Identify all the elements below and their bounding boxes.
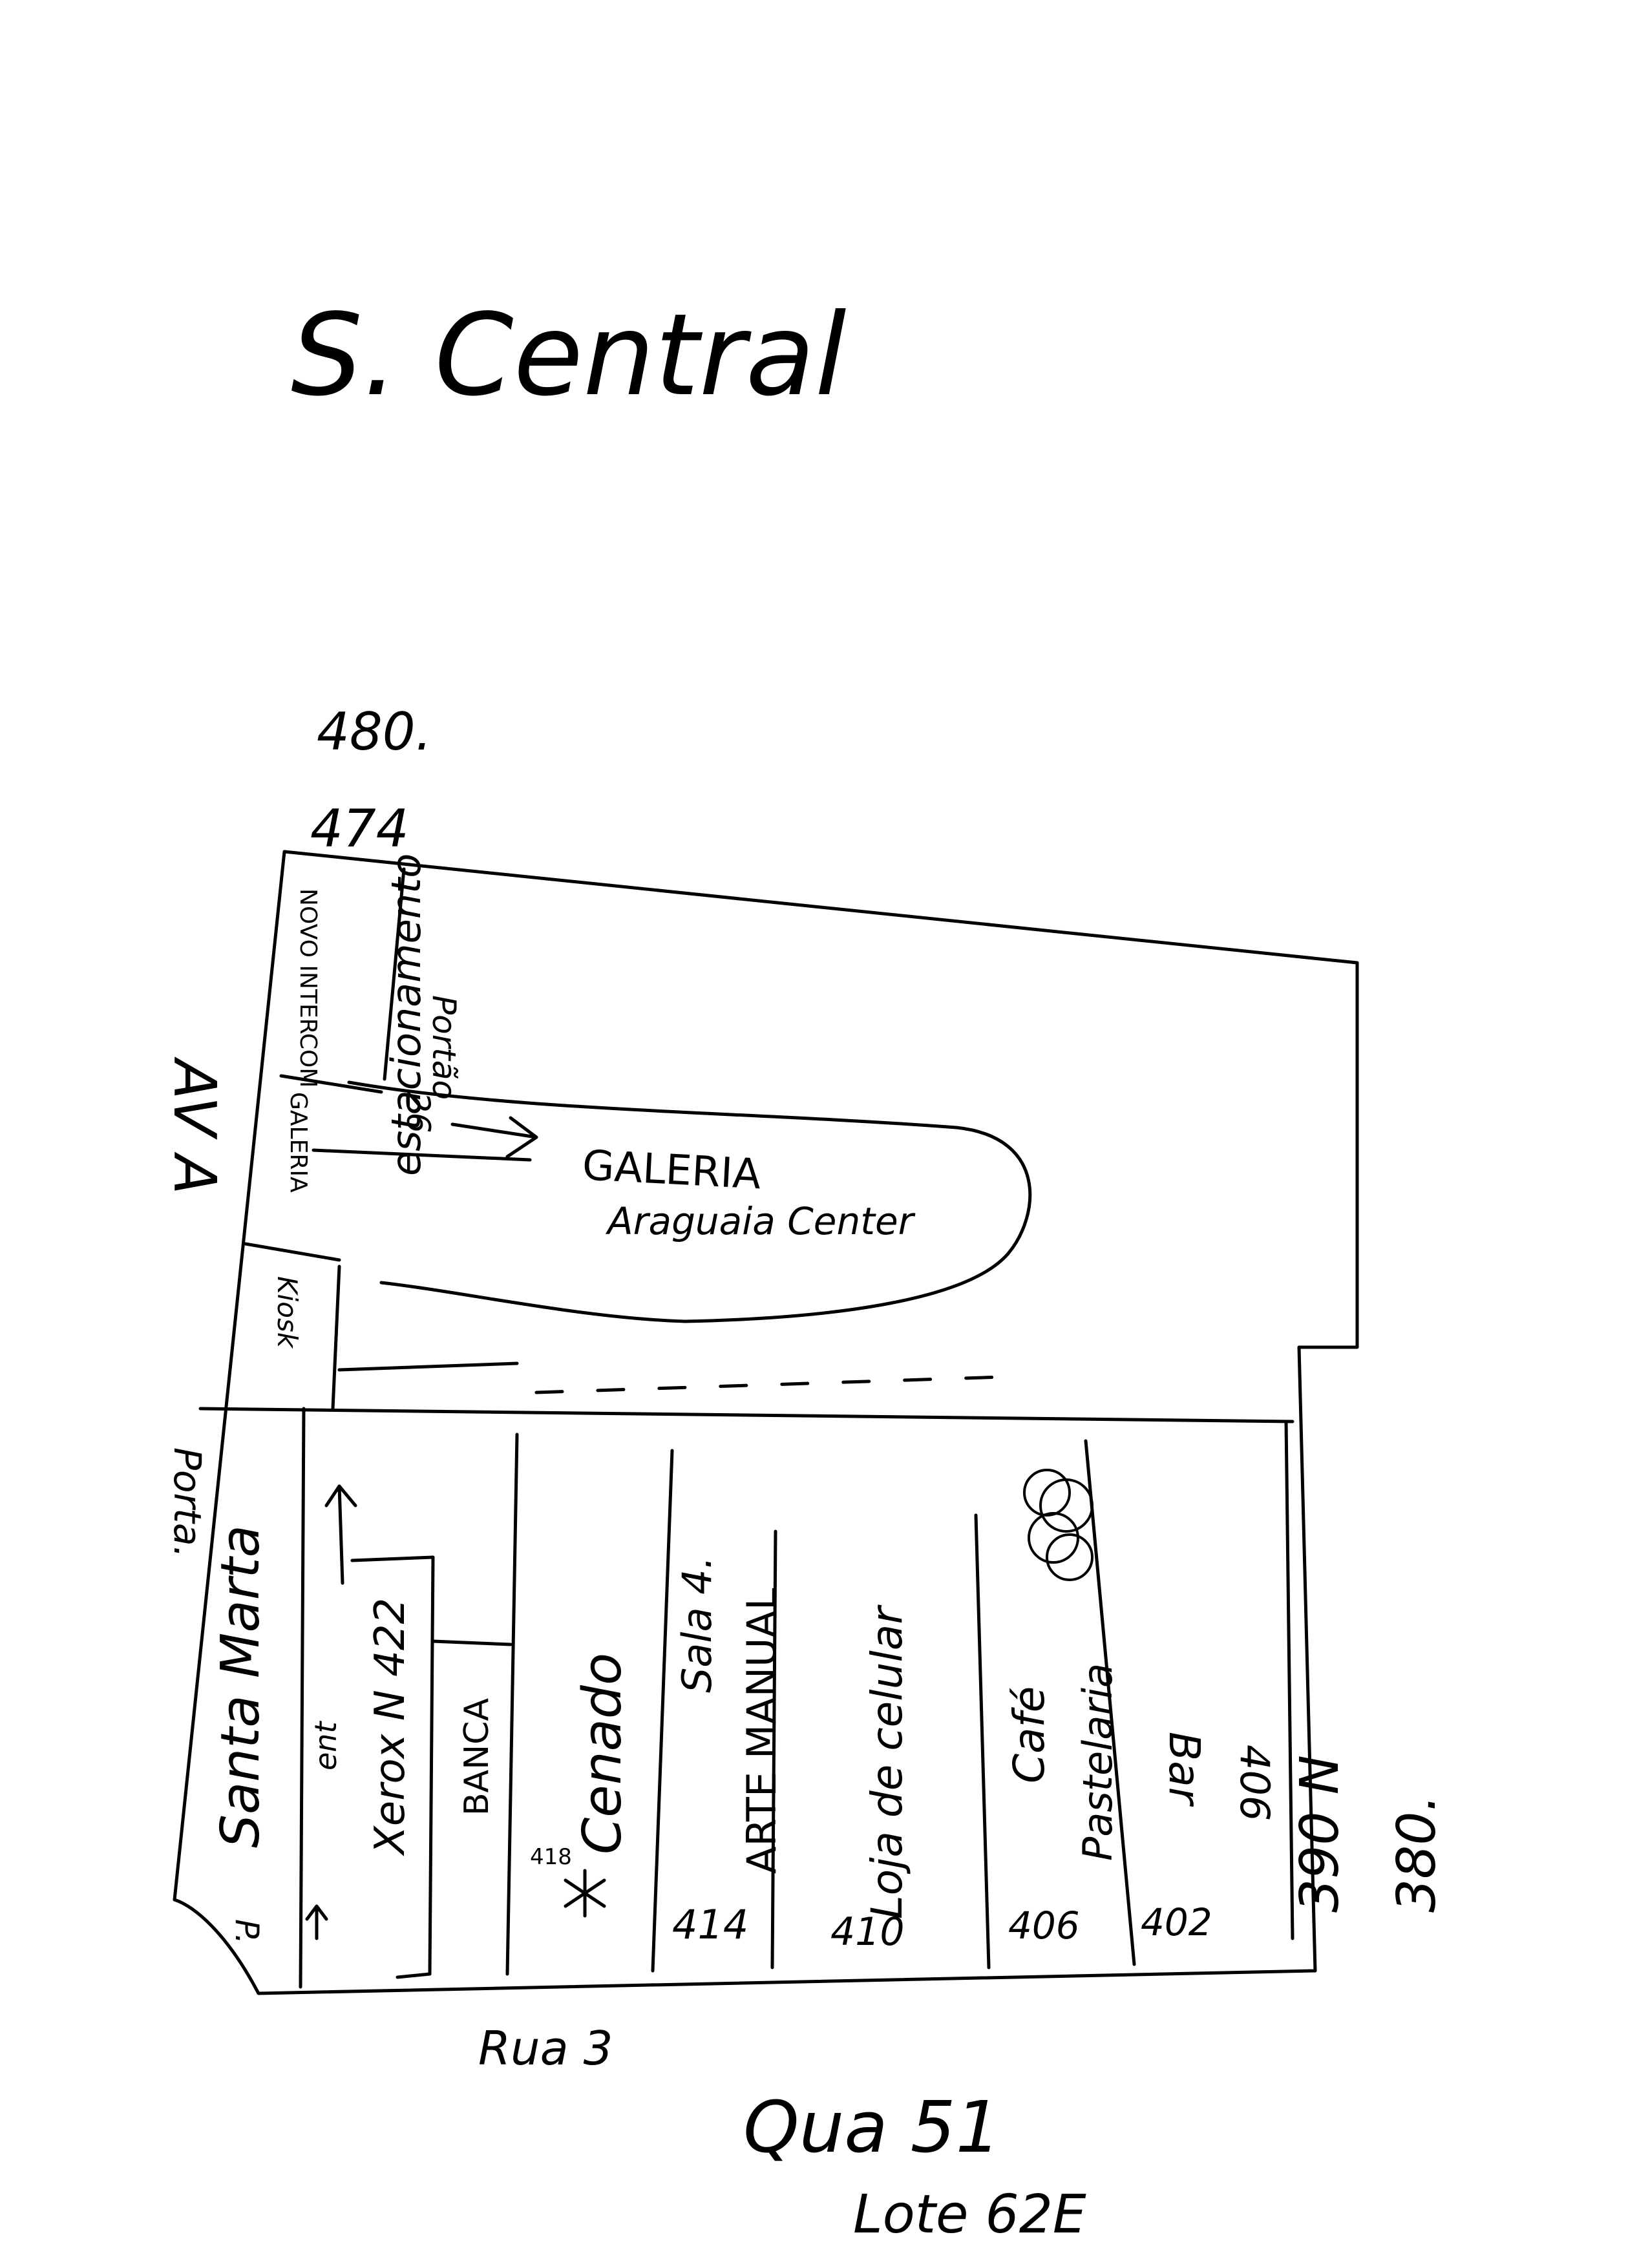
block-outline <box>173 850 1359 1995</box>
street-left-label: AV A <box>160 1056 228 1195</box>
bar-label: Bar <box>1159 1732 1209 1807</box>
cafe-label: Café <box>1004 1686 1054 1783</box>
address-number-390: 390 N <box>1289 1755 1351 1913</box>
loja-celular-label: Loja de celular <box>862 1604 912 1919</box>
galeria-lower-line <box>337 1361 519 1372</box>
vertical-note-label: Portão <box>425 995 463 1100</box>
number-406: 406 <box>1008 1904 1080 1948</box>
arrow-right-icon <box>450 1116 538 1159</box>
galeria-entrance-line <box>312 1148 532 1162</box>
pastelaria-label: Pastelaria <box>1074 1663 1121 1861</box>
estacionamento-label: estacionamento <box>383 854 430 1176</box>
footer-quadra: Qua 51 <box>743 2086 1001 2168</box>
galeria-sub-label: Araguaia Center <box>605 1199 916 1243</box>
galeria-small-label: GALERIA <box>285 1092 312 1193</box>
p-label: P. <box>228 1919 266 1944</box>
cenado-label: Cenado <box>572 1653 633 1854</box>
divider-sala-loja <box>770 1529 777 1969</box>
banca-top <box>431 1639 512 1646</box>
santa-marta-note: Porta. <box>165 1447 209 1558</box>
address-number-480: 480. <box>317 702 432 762</box>
novo-intercom-label: NOVO INTERCOM <box>295 888 321 1087</box>
santa-marta-label: Santa Marta <box>210 1525 271 1848</box>
arte-manual-label: ARTE MANUAL <box>738 1588 785 1874</box>
scribble-mark <box>1023 1469 1093 1581</box>
xerox-label: Xerox N 422 <box>366 1598 414 1856</box>
map-title: S. Central <box>291 290 847 421</box>
front-column-line <box>299 1407 306 1989</box>
cenado-number: 418 <box>530 1844 572 1870</box>
number-406-bar: 406 <box>1231 1745 1278 1821</box>
divider-banca-cenado <box>505 1433 519 1976</box>
number-410: 410 <box>830 1909 905 1955</box>
vertical-number-label: 26 <box>399 1092 437 1133</box>
xerox-box <box>350 1555 435 1979</box>
divider-bar-end <box>1284 1420 1294 1940</box>
intercom-right <box>383 867 406 1081</box>
number-414: 414 <box>672 1901 748 1948</box>
corridor-dashed <box>534 1374 1023 1394</box>
galeria-small-lower <box>244 1242 341 1262</box>
address-number-474: 474 <box>310 799 409 859</box>
entrance-label: ent <box>308 1721 343 1770</box>
sala4-label: Sala 4. <box>673 1557 721 1693</box>
footer-lote: Lote 62E <box>853 2184 1086 2245</box>
number-402: 402 <box>1141 1900 1212 1944</box>
divider-loja-cafe <box>974 1513 991 1969</box>
galeria-oval <box>347 1080 1032 1323</box>
address-number-380: 380. <box>1386 1794 1448 1913</box>
shop-row-top-line <box>198 1407 1294 1423</box>
divider-cenado-sala <box>651 1449 674 1973</box>
asterisk-icon <box>564 1869 606 1918</box>
divider-cafe-bar <box>1084 1439 1136 1966</box>
banca-label: BANCA <box>458 1698 496 1816</box>
kiosk-right <box>331 1265 341 1411</box>
street-bottom-label: Rua 3 <box>478 2021 613 2075</box>
intercom-divider <box>279 1074 383 1094</box>
arrow-up-icon-bottom <box>305 1904 328 1940</box>
arrow-up-icon <box>324 1484 357 1585</box>
kiosk-label: Kiosk <box>271 1276 303 1349</box>
galeria-main-label: GALERIA <box>581 1142 762 1199</box>
